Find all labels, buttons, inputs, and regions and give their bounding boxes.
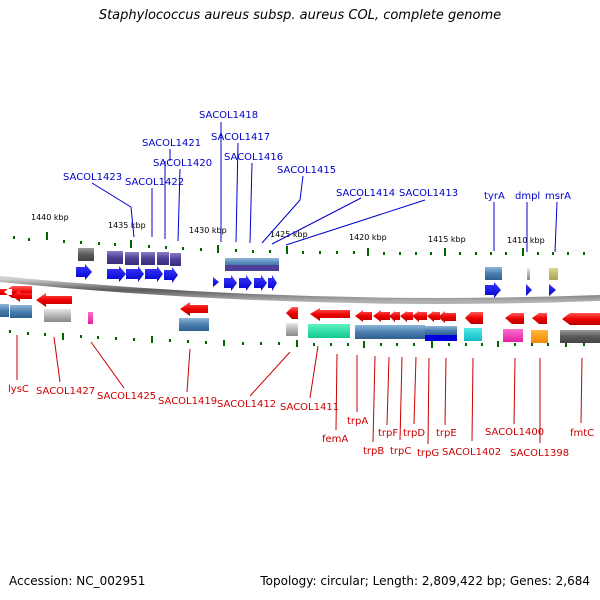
gene-label: SACOL1413: [399, 188, 458, 199]
gene-label: SACOL1423: [63, 172, 122, 183]
gene-label: SACOL1422: [125, 177, 184, 188]
gene-label: trpB: [363, 446, 384, 457]
gene-label: SACOL1415: [277, 165, 336, 176]
gene-label: tyrA: [484, 191, 505, 202]
genome-title: Staphylococcus aureus subsp. aureus COL,…: [98, 8, 502, 23]
gene-label: trpC: [390, 446, 411, 457]
accession-text: Accession: NC_002951: [9, 574, 146, 588]
gene-label: trpE: [436, 428, 457, 439]
gene-label: SACOL1419: [158, 396, 217, 407]
kbp-label: 1440 kbp: [31, 213, 69, 222]
genome-backbone: [0, 276, 600, 304]
gene-label: SACOL1421: [142, 138, 201, 149]
reverse-gene-arrows: [0, 286, 600, 325]
gene-label: SACOL1416: [224, 152, 283, 163]
gene-label: trpD: [403, 428, 425, 439]
gene-label: dmpl: [515, 191, 540, 202]
topology-text: Topology: circular; Length: 2,809,422 bp…: [260, 574, 590, 588]
upper-leader-lines: [91, 122, 558, 253]
gene-label: SACOL1418: [199, 110, 258, 121]
gene-label: trpA: [347, 416, 368, 427]
gene-label: SACOL1402: [442, 447, 501, 458]
gene-label: SACOL1411: [280, 402, 339, 413]
kbp-label: 1430 kbp: [189, 226, 227, 235]
gene-label: msrA: [545, 191, 571, 202]
gene-label: SACOL1398: [510, 448, 569, 459]
gene-label: trpF: [378, 428, 398, 439]
kbp-label: 1435 kbp: [108, 221, 146, 230]
gene-label: femA: [322, 434, 348, 445]
kbp-label: 1415 kbp: [428, 235, 466, 244]
gene-label: SACOL1427: [36, 386, 95, 397]
upper-tick-track: [13, 232, 585, 256]
gene-label: SACOL1400: [485, 427, 544, 438]
kbp-label: 1420 kbp: [349, 233, 387, 242]
gene-label: SACOL1417: [211, 132, 270, 143]
kbp-label: 1425 kbp: [270, 230, 308, 239]
gene-label: SACOL1425: [97, 391, 156, 402]
gene-label: SACOL1412: [217, 399, 276, 410]
gene-label: lysC: [8, 384, 29, 395]
forward-gene-arrows: [76, 264, 556, 298]
kbp-label: 1410 kbp: [507, 236, 545, 245]
gene-label: SACOL1414: [336, 188, 395, 199]
lower-feature-blocks: [0, 304, 600, 343]
lower-tick-track: [9, 330, 585, 348]
gene-label: trpG: [417, 448, 439, 459]
upper-feature-blocks: [78, 248, 558, 280]
lower-leader-lines: [16, 335, 583, 445]
gene-label: fmtC: [570, 428, 594, 439]
gene-label: SACOL1420: [153, 158, 212, 169]
